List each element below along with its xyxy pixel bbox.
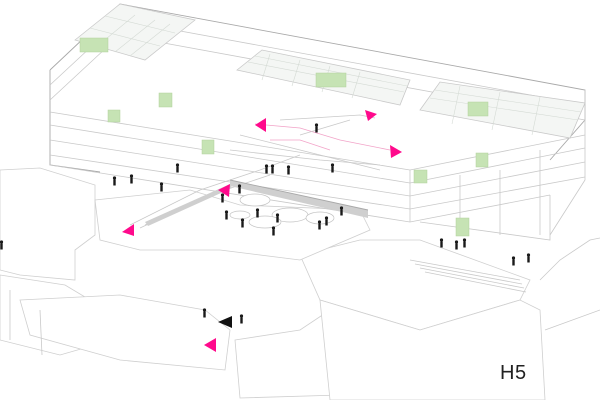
person: [275, 213, 280, 223]
person: [255, 208, 260, 218]
access-arrow-marker: [390, 145, 402, 158]
access-arrow-marker: [204, 338, 216, 352]
person: [175, 163, 180, 173]
access-markers: [122, 110, 402, 352]
person: [159, 182, 164, 192]
sheet-label: H5: [500, 362, 527, 384]
person: [270, 164, 275, 174]
roof-terrace-east: [419, 81, 586, 139]
person: [462, 238, 467, 248]
stair-block: [409, 259, 527, 293]
person: [240, 218, 245, 228]
person: [237, 184, 242, 194]
roof-terrace-west: [74, 3, 196, 61]
access-arrow-marker: [122, 224, 134, 236]
access-arrow-marker: [255, 118, 266, 132]
access-arrow-marker: [218, 184, 230, 197]
person: [286, 165, 291, 175]
facade-green-panels: [107, 92, 489, 237]
people: [0, 123, 531, 324]
person: [526, 253, 531, 263]
person: [339, 206, 344, 216]
person: [264, 164, 269, 174]
person: [511, 256, 516, 266]
person: [129, 174, 134, 184]
person: [439, 238, 444, 248]
person: [0, 240, 4, 250]
access-arrow-marker: [365, 110, 377, 121]
person: [112, 176, 117, 186]
person: [239, 314, 244, 324]
person: [202, 308, 207, 318]
plaza: [144, 179, 369, 229]
person: [324, 216, 329, 226]
person: [220, 193, 225, 203]
person: [454, 240, 459, 250]
person: [271, 226, 276, 236]
ground-context: [0, 167, 600, 400]
person: [317, 220, 322, 230]
person: [314, 123, 319, 133]
person: [224, 210, 229, 220]
entry-arrow-marker: [218, 316, 232, 328]
person: [330, 163, 335, 173]
roof-terrace-center: [236, 49, 411, 106]
